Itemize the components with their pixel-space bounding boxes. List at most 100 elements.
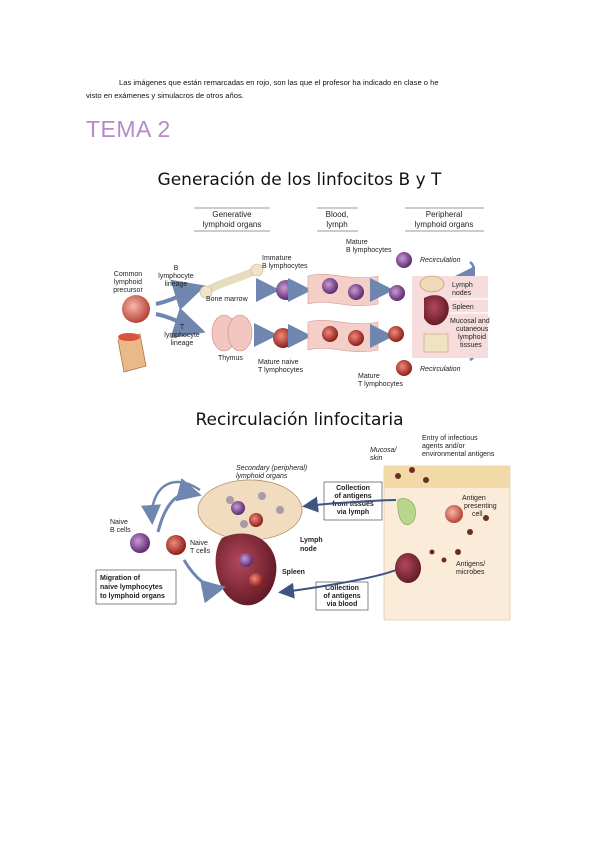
header-peripheral-line1: Peripheral [426, 210, 463, 219]
spleen-large [215, 533, 277, 606]
migration-1: Migration of [100, 575, 141, 582]
header-generative-line2: lymphoid organs [203, 220, 262, 229]
section-heading: TEMA 2 [86, 116, 171, 142]
mature-b-cell-node [389, 285, 405, 301]
spleen-label: Spleen [452, 304, 474, 311]
col-lymph-4: via lymph [337, 509, 369, 516]
mature-b-2: B lymphocytes [346, 247, 392, 254]
naive-t-2: T cells [190, 548, 211, 555]
precursor-label-2: lymphoid [114, 279, 142, 286]
header-blood: Blood, lymph [317, 207, 358, 232]
col-lymph-1: Collection [336, 485, 370, 492]
lymph-node-large [197, 479, 303, 541]
recirculation-top: Recirculation [420, 257, 461, 264]
precursor-label-3: precursor [113, 287, 143, 294]
blood-vessel-b [307, 273, 379, 307]
t-lineage-1: T [180, 324, 185, 331]
immature-b-1: Immature [262, 255, 292, 262]
lymph-vessel [397, 498, 416, 525]
mucosa-panel [383, 465, 511, 621]
naive-b-2: B cells [110, 527, 131, 534]
header-peripheral-line2: lymphoid organs [415, 220, 474, 229]
intro-paragraph: Las imágenes que están remarcadas en roj… [86, 76, 526, 102]
figure-2-title: Recirculación linfocitaria [195, 410, 404, 430]
b-lineage-2: lymphocyte [158, 273, 194, 280]
recirculation-bottom: Recirculation [420, 366, 461, 373]
t-lineage-3: lineage [171, 340, 194, 347]
mucosal-icon [423, 333, 449, 353]
antigens-2: microbes [456, 569, 485, 576]
secondary-2: lymphoid organs [236, 473, 288, 480]
mature-t-cell-bottom [396, 360, 412, 376]
intro-line-1: Las imágenes que están remarcadas en roj… [119, 78, 439, 87]
spleen-icon [424, 295, 449, 326]
bone-marrow-icon [199, 263, 264, 299]
figure-2-diagram: Mucosa/ skin Entry of infectious agents … [95, 435, 511, 621]
mature-t-2: T lymphocytes [358, 381, 403, 388]
thymus-label: Thymus [218, 355, 243, 362]
bone-marrow-label: Bone marrow [206, 296, 249, 303]
naive-t-cell-2 [166, 535, 186, 555]
figure-1-title: Generación de los linfocitos B y T [157, 170, 442, 190]
naive-b-1: Naive [110, 519, 128, 526]
precursor-cell [122, 295, 150, 323]
col-lymph-3: from tissues [332, 501, 374, 508]
migration-2: naive lymphocytes [100, 584, 163, 591]
col-blood-1: Collection [325, 585, 359, 592]
mucosal-1: Mucosal and [450, 318, 490, 325]
header-generative: Generative lymphoid organs [194, 207, 270, 232]
bone-section-icon [117, 333, 147, 373]
antigen-particles [395, 467, 489, 563]
thymus-icon [211, 314, 253, 352]
header-peripheral: Peripheral lymphoid organs [405, 207, 484, 232]
col-blood-2: of antigens [323, 593, 360, 600]
col-lymph-2: of antigens [334, 493, 371, 500]
mucosal-4: tissues [460, 342, 482, 349]
antigens-1: Antigens/ [456, 561, 485, 568]
col-blood-3: via blood [327, 601, 358, 608]
lymph-node-1: Lymph [300, 537, 323, 544]
header-blood-line1: Blood, [326, 210, 349, 219]
mature-naive-t-2: T lymphocytes [258, 367, 303, 374]
blood-vessel-t [307, 319, 379, 353]
b-lineage-3: lineage [165, 281, 188, 288]
b-lineage-1: B [174, 265, 179, 272]
lymph-node-2: node [300, 546, 317, 553]
lymph-node-icon [419, 275, 445, 293]
mucosal-2: cutaneous [456, 326, 489, 333]
spleen-large-label: Spleen [282, 569, 305, 576]
naive-t-cell [273, 328, 293, 348]
header-blood-line2: lymph [326, 220, 347, 229]
figure-1-diagram: Generative lymphoid organs Blood, lymph … [113, 207, 490, 388]
mature-t-1: Mature [358, 373, 380, 380]
naive-t-1: Naive [190, 540, 208, 547]
secondary-1: Secondary (peripheral) [236, 465, 307, 472]
migration-box [95, 569, 177, 605]
antigen-presenting-cell [445, 505, 463, 523]
mucosa-label-1: Mucosa/ [370, 447, 398, 454]
immature-b-2: B lymphocytes [262, 263, 308, 270]
header-generative-line1: Generative [212, 210, 252, 219]
mature-b-1: Mature [346, 239, 368, 246]
mature-naive-t-1: Mature naive [258, 359, 299, 366]
immature-b-cell [276, 280, 296, 300]
mucosal-3: lymphoid [458, 334, 486, 341]
mature-t-cell-node [388, 326, 404, 342]
blood-vessel-icon [395, 553, 421, 583]
entry-2: agents and/or [422, 443, 465, 450]
migration-3: to lymphoid organs [100, 593, 165, 600]
intro-line-2: visto en exámenes y simulacros de otros … [86, 91, 244, 100]
entry-3: environmental antigens [422, 451, 495, 458]
t-lineage-2: lymphocyte [164, 332, 200, 339]
lymph-nodes-1: Lymph [452, 282, 473, 289]
mucosa-label-2: skin [370, 455, 383, 462]
lymph-nodes-2: nodes [452, 290, 472, 297]
precursor-label-1: Common [114, 271, 143, 278]
apc-3: cell [472, 511, 483, 518]
mature-b-cell-top [396, 252, 412, 268]
epithelium-layer [384, 466, 510, 488]
apc-2: presenting [464, 503, 497, 510]
apc-1: Antigen [462, 495, 486, 502]
naive-b-cell [130, 533, 150, 553]
